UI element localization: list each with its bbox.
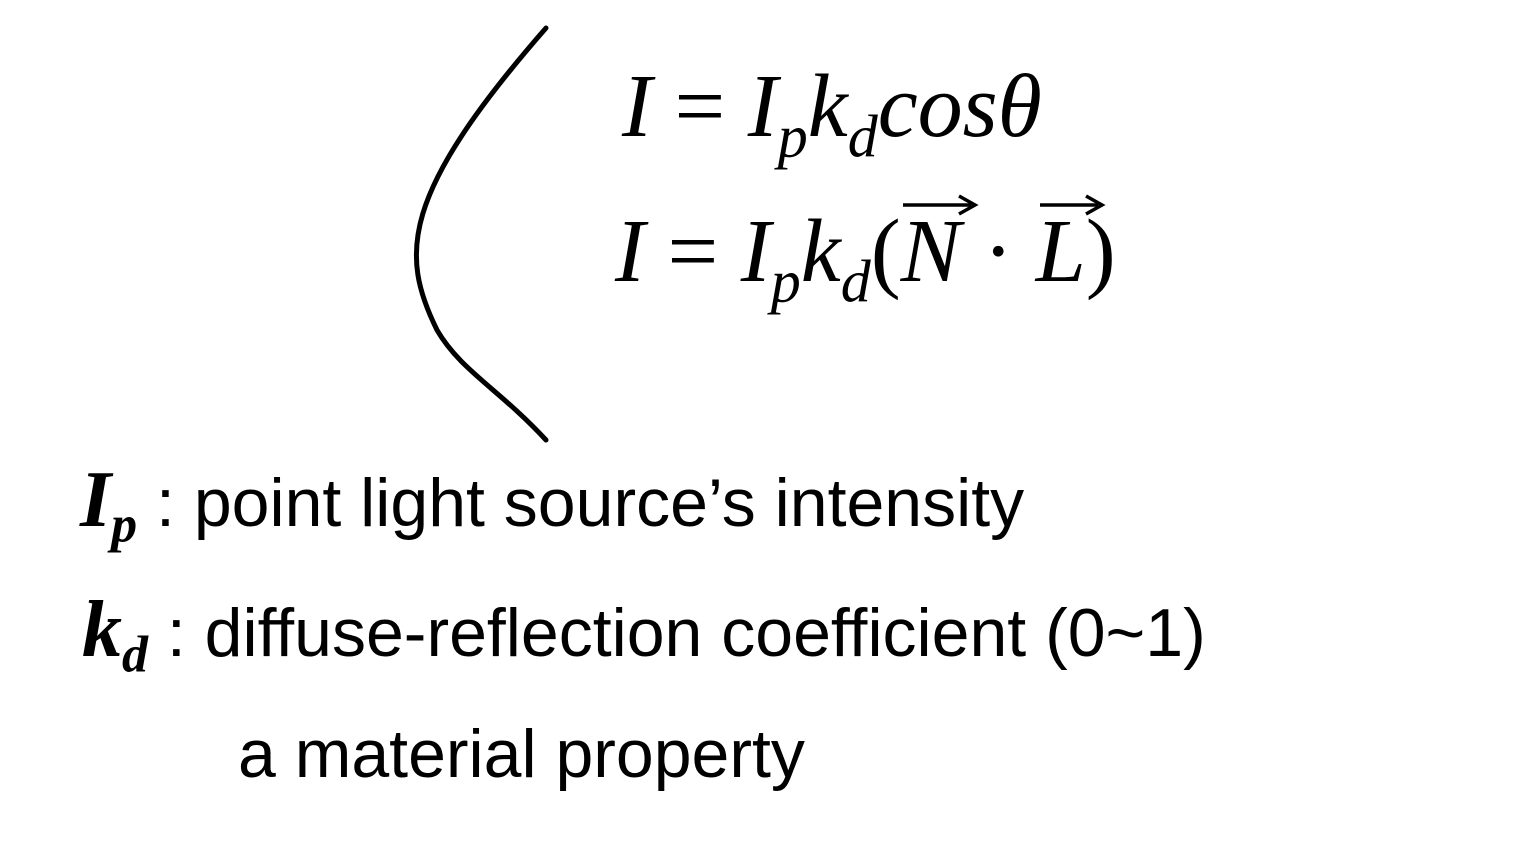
eq1-intensity: I [747,57,778,156]
definition-intensity-text: : point light source’s intensity [137,465,1025,541]
eq1-coefficient-sub: d [847,103,878,170]
definition-intensity-sub: p [111,496,138,554]
vector-n: N [901,194,979,297]
definition-coefficient: kd : diffuse-reflection coefficient (0~1… [82,590,1206,681]
equation-dot-product: I = Ipkd(N · L) [615,194,1116,311]
vector-n-label: N [900,202,961,301]
eq2-open-paren: ( [870,202,901,301]
eq2-intensity: I [740,202,771,301]
eq2-close-paren: ) [1085,202,1116,301]
equation-cos: I = Ipkdcosθ [622,62,1042,167]
definition-intensity: Ip : point light source’s intensity [80,460,1025,551]
material-property-note: a material property [238,716,805,792]
eq1-equals: = [674,57,726,156]
eq2-dot: · [983,202,1014,301]
definition-coefficient-sub: d [122,626,148,684]
eq2-intensity-sub: p [770,248,801,315]
eq1-cos: cos [877,57,998,156]
vector-l-label: L [1035,202,1086,301]
eq1-coefficient: k [807,57,848,156]
eq1-lhs: I [622,57,652,156]
eq1-theta: θ [997,57,1042,156]
definition-intensity-symbol: Ip [80,456,137,551]
vector-arrow-icon [902,194,979,216]
vector-arrow-icon [1039,194,1106,216]
eq2-lhs: I [615,202,645,301]
eq2-coefficient-sub: d [840,248,871,315]
definition-coefficient-letter: k [82,586,122,674]
eq2-coefficient: k [800,202,841,301]
eq2-equals: = [667,202,719,301]
definition-intensity-letter: I [80,456,112,544]
definition-coefficient-symbol: kd [82,586,148,681]
eq1-intensity-sub: p [777,103,808,170]
vector-l: L [1036,194,1106,297]
definition-coefficient-text: : diffuse-reflection coefficient (0~1) [148,595,1206,671]
